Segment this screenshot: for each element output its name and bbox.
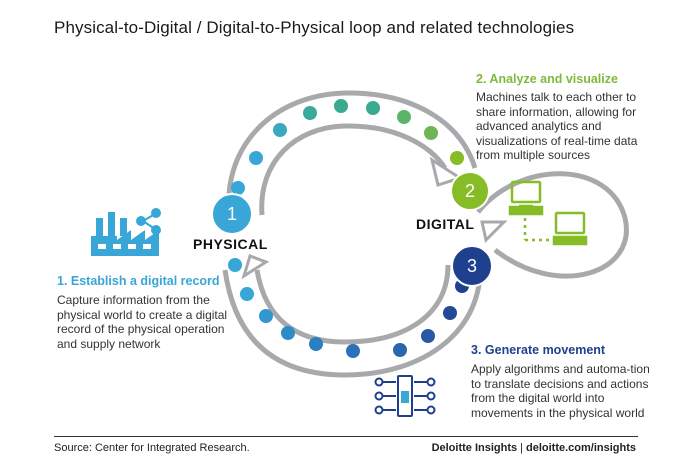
dot [366, 101, 380, 115]
dot [309, 337, 323, 351]
dot [259, 309, 273, 323]
dot [303, 106, 317, 120]
arrow-head-top [429, 156, 464, 187]
dot [393, 343, 407, 357]
dot [281, 326, 295, 340]
dot [249, 151, 263, 165]
footer-divider [54, 436, 638, 437]
step-number-2: 2 [465, 181, 475, 201]
brand-separator: | [520, 442, 523, 454]
track-bottom-outer [222, 259, 483, 378]
track-top-inner [259, 123, 448, 216]
factory-icon [91, 212, 159, 256]
step-1-body: Capture information from the physical wo… [57, 293, 228, 351]
brand-credit: Deloitte Insights|deloitte.com/insights [432, 442, 636, 454]
loop-track [222, 90, 629, 378]
brand-name[interactable]: Deloitte Insights [431, 442, 518, 454]
dot [424, 126, 438, 140]
arrow-heads [241, 156, 508, 280]
step-2-title: 2. Analyze and visualize [476, 72, 618, 86]
step-circle-2: 2 [450, 171, 490, 211]
dot [240, 287, 254, 301]
dot [346, 344, 360, 358]
dot [450, 151, 464, 165]
track-digital-loop [476, 171, 629, 279]
dots-bottom [228, 258, 469, 358]
arrow-head-bottom [241, 254, 270, 280]
dot [421, 329, 435, 343]
brand-url[interactable]: deloitte.com/insights [525, 442, 636, 454]
step-number-1: 1 [227, 204, 237, 224]
dot [273, 123, 287, 137]
share-icon [136, 208, 161, 235]
dot [228, 258, 242, 272]
digital-label: DIGITAL [416, 216, 475, 232]
track-bottom-inner [254, 264, 451, 345]
step-1-title: 1. Establish a digital record [57, 274, 220, 288]
step-circle-3: 3 [451, 245, 493, 287]
step-number-3: 3 [467, 256, 477, 276]
track-top-outer [226, 90, 478, 221]
source-note: Source: Center for Integrated Research. [54, 442, 250, 454]
step-circle-1: 1 [211, 193, 253, 235]
arrow-head-digital [480, 220, 508, 243]
step-3-title: 3. Generate movement [471, 343, 606, 357]
step-2-body: Machines talk to each other to share inf… [476, 90, 638, 162]
physical-label: PHYSICAL [193, 236, 268, 252]
step-3-body: Apply algorithms and automa-tion to tran… [471, 362, 650, 420]
dot [231, 181, 245, 195]
computer-network-icon [508, 180, 588, 246]
dots-top [231, 99, 464, 195]
dot [397, 110, 411, 124]
dot [334, 99, 348, 113]
dot [443, 306, 457, 320]
automation-icon [374, 375, 436, 417]
page-title: Physical-to-Digital / Digital-to-Physica… [54, 18, 575, 37]
